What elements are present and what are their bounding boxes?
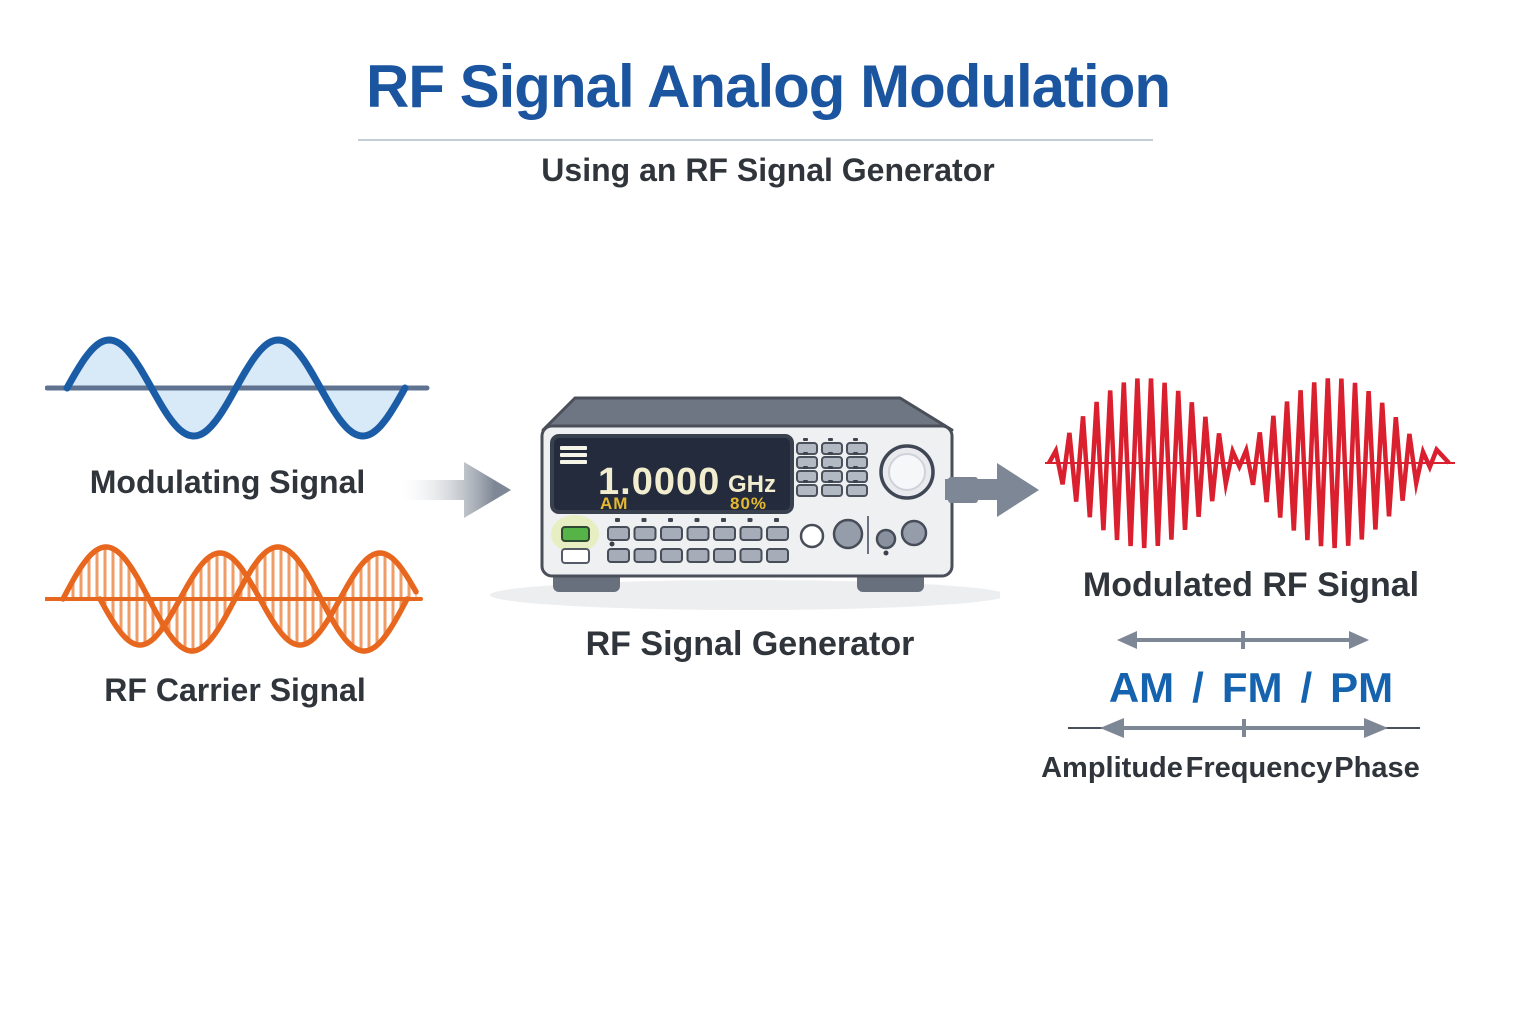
output-knob bbox=[832, 518, 864, 550]
modulating-signal-label: Modulating Signal bbox=[89, 464, 366, 500]
modes-range-arrow-top bbox=[1117, 631, 1369, 649]
mode-separator: / bbox=[1192, 664, 1204, 711]
rf-signal-generator-illustration: 1.0000 GHz AM 80% bbox=[490, 396, 1000, 610]
level-knob bbox=[900, 519, 928, 547]
mode-am: AM bbox=[1108, 664, 1175, 711]
bnc-port bbox=[799, 523, 825, 549]
descriptor-phase: Phase bbox=[1334, 752, 1420, 784]
small-knob bbox=[875, 528, 897, 550]
power-button bbox=[561, 526, 590, 542]
menu-icon bbox=[560, 446, 587, 464]
function-button-rows bbox=[607, 518, 789, 563]
display-frequency-unit: GHz bbox=[728, 471, 776, 498]
mode-descriptors: Amplitude Frequency Phase bbox=[1041, 752, 1457, 792]
modulation-modes: AM / FM / PM bbox=[1045, 664, 1457, 712]
page-subtitle: Using an RF Signal Generator bbox=[541, 152, 995, 188]
title-divider bbox=[358, 139, 1153, 141]
carrier-signal-label: RF Carrier Signal bbox=[104, 672, 366, 708]
descriptor-amplitude: Amplitude bbox=[1041, 752, 1183, 784]
generator-label: RF Signal Generator bbox=[585, 625, 915, 663]
flow-arrow-left-icon bbox=[400, 462, 511, 518]
flow-arrow-right-icon bbox=[945, 463, 1039, 517]
display-frequency-value: 1.0000 bbox=[598, 461, 720, 503]
mode-pm: PM bbox=[1330, 664, 1394, 711]
carrier-signal-wave bbox=[45, 544, 423, 654]
keypad-group bbox=[796, 438, 868, 497]
standby-button bbox=[561, 548, 590, 564]
rotary-knob-inner bbox=[888, 453, 926, 491]
device-top-lid bbox=[541, 396, 954, 432]
descriptor-frequency: Frequency bbox=[1185, 752, 1333, 784]
modulated-signal-wave bbox=[1045, 378, 1455, 549]
modes-range-arrow-bottom bbox=[1068, 718, 1420, 738]
mode-separator: / bbox=[1300, 664, 1313, 711]
display-modulation-depth: 80% bbox=[730, 494, 767, 513]
page-title: RF Signal Analog Modulation bbox=[365, 53, 1171, 120]
device-display bbox=[550, 434, 794, 514]
modulating-signal-wave bbox=[45, 336, 430, 440]
modulated-signal-label: Modulated RF Signal bbox=[1082, 566, 1420, 604]
display-modulation-mode: AM bbox=[600, 494, 628, 513]
indicator-dot bbox=[883, 550, 889, 556]
mode-fm: FM bbox=[1221, 664, 1283, 711]
